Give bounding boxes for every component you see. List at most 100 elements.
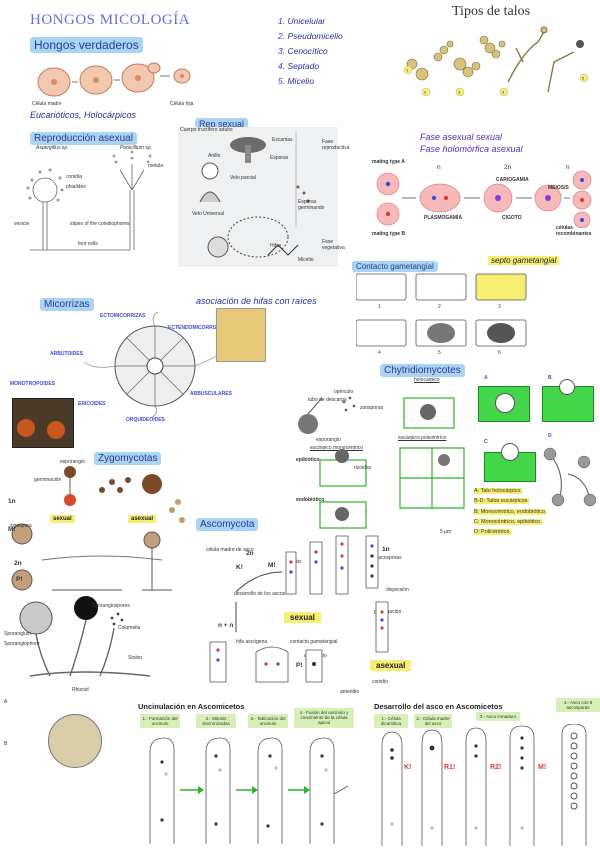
soil-photo	[12, 398, 74, 448]
page-title: HONGOS MICOLOGÍA	[30, 12, 191, 28]
uncinulacion-step: 3.- Tabicación del uncinulo	[248, 714, 288, 729]
n-label-1: n	[437, 164, 441, 171]
arbusculares-label: ARBUSCULARES	[190, 391, 232, 397]
root-photo	[216, 308, 266, 362]
uncinulacion-title: Uncinulación en Ascomicetos	[138, 702, 245, 711]
contacto-gametangial-label: contacto gametangial	[290, 639, 338, 645]
asco-p-mark: P!	[296, 662, 303, 669]
desarrollo-mark: R1!	[444, 764, 456, 771]
talos-item: 1. Unicelular	[278, 16, 326, 26]
chytrid-mark: D	[548, 433, 552, 439]
section-zygomycotas: Zygomycotas	[94, 448, 162, 466]
sporangium-label: Sporangium	[4, 631, 31, 637]
uncinulacion-figure	[149, 737, 349, 844]
gametangial-num: 6	[498, 350, 501, 354]
k-mark: K!	[236, 564, 243, 571]
chytrid-box-c	[484, 443, 536, 482]
conidia-label: conidia	[66, 174, 82, 180]
germinacion-label: germinación	[34, 477, 62, 483]
desarrollo-mark: M!	[538, 764, 547, 771]
talos-num: 3	[458, 90, 461, 95]
phialides-label: phialides	[66, 184, 86, 190]
m-mark: M!	[8, 526, 16, 533]
chytrid-mark: A	[484, 375, 488, 381]
zygomycota-cycle	[11, 466, 185, 591]
stolon-label: Stolon	[128, 655, 143, 661]
talos-figure: 1 2 3 4 5	[403, 26, 589, 97]
talos-list: 1. Unicelular 2. Pseudomicelio 3. Cenocí…	[278, 16, 408, 86]
talos-item: 2. Pseudomicelio	[278, 31, 343, 41]
foot-cells-label: foot cells	[78, 241, 98, 247]
legend-item: A: Talo holocárpico.	[474, 488, 522, 494]
bread-mould-figure	[19, 596, 151, 677]
section-repro-asexual: Reproducción asexual	[30, 128, 137, 146]
velo-universal-label: Velo Universal	[192, 211, 224, 217]
chytrid-poly-figure	[543, 447, 596, 507]
zygo-sexual-badge: sexual	[50, 515, 75, 523]
rhizoid-label: Rhizoid	[72, 687, 89, 693]
desarrollo-step: 2.- Célula madre del asco	[414, 714, 452, 729]
orquideoides-label: ORQUIDEOIDES	[126, 417, 165, 423]
ericoides-label: ERICOIDES	[78, 401, 106, 407]
arbutoides-label: ARBUTOIDES	[50, 351, 83, 357]
asco-2n-label: 2n	[246, 550, 254, 557]
gametangial-num: 4	[378, 350, 381, 354]
epibiotico-label: epibiótico	[296, 457, 320, 463]
talos-num: 4	[502, 90, 505, 95]
legend-item: B-D: Talos eucárpicos:	[474, 498, 529, 505]
conidiophore-figure	[26, 150, 152, 251]
fase-asexual-title: Fase holomórfica asexual	[420, 144, 523, 154]
zigospora-label: zigospora	[10, 523, 32, 529]
anteridio-label: anteridio	[340, 689, 360, 695]
celula-madre-label: Célula madre	[32, 101, 62, 107]
corner-mark-b: B	[4, 741, 8, 747]
n-plus-n-label: n + n	[218, 622, 234, 629]
legend-item: B: Monocéntrico, endobiótico.	[474, 508, 547, 515]
talos-num: 2	[424, 90, 427, 95]
celula-hija-label: Célula hija	[170, 101, 194, 107]
section-chytridio: Chytridiomycotes	[380, 360, 465, 378]
mating-b-label: mating type B	[372, 231, 406, 237]
fase-rep-label: Fase reproductiva	[322, 139, 350, 151]
chytrid-box-a	[478, 386, 530, 422]
holocarpico-label: holocárpico	[414, 377, 440, 383]
chytrid-box-b	[542, 379, 594, 422]
cigoto-label: CIGOTO	[502, 215, 522, 221]
chytrid-mark: C	[484, 439, 488, 445]
desarrollo-figure	[381, 724, 587, 846]
asco-1n-label: 1n	[382, 546, 390, 553]
endobiotico-label: endobiótico	[296, 497, 325, 503]
velo-parcial-label: Velo parcial	[230, 175, 256, 181]
legend-item: C: Monocéntrico, epibiótico.	[474, 518, 542, 525]
eucarpico-mono-label: eucárpico monocéntrico	[310, 445, 364, 451]
esporas-germinando-label: Esporas germinando	[298, 199, 325, 211]
dispersion-label: dispersión	[386, 587, 409, 593]
chytrid-mark: B	[548, 375, 552, 381]
columella-label: Columella	[118, 625, 141, 631]
talos-num: 1	[406, 68, 409, 73]
talos-item: 4. Septado	[278, 61, 320, 71]
aspergillus-label: Aspergillus sp.	[36, 145, 69, 151]
desarrollo-mark: K!	[404, 764, 412, 771]
plasmogamia-label: PLASMOGAMIA	[424, 215, 463, 221]
uncinulacion-step: 4.- Fusión del uncinulo y crecimiento de…	[294, 708, 354, 728]
desarrollo-step: 4.- Asco con 8 ascosporas	[556, 698, 600, 713]
ectendomicorrizas-label: ECTENDOMICORRIZAS	[168, 325, 225, 331]
gametangial-num: 5	[438, 350, 441, 354]
tubo-descarga-label: tubo de descarga	[308, 397, 347, 403]
ectomicorrizas-label: ECTOMICORRIZAS	[100, 313, 146, 319]
talos-num: 5	[582, 76, 585, 81]
mycorrhiza-diagram	[83, 311, 227, 418]
desarrollo-ascos-label: desarrollo de los ascos	[234, 591, 286, 597]
meiosis-label: MEIOSIS	[548, 185, 569, 191]
asco-m-mark: M!	[268, 562, 276, 569]
scale-label: 5 µm	[440, 529, 452, 535]
desarrollo-title: Desarrollo del asco en Ascomicetos	[374, 702, 503, 711]
esporas-label: Esporas	[270, 155, 289, 161]
desarrollo-step: 3.- Asco inmaduro	[476, 712, 520, 722]
operculo-label: opérculo	[334, 389, 354, 395]
budding-figure	[37, 62, 191, 97]
two-n-label: 2n	[14, 560, 22, 567]
monotropoides-label: MONOTROPOIDES	[10, 381, 56, 387]
celulas-recomb-label: células recombinantes	[556, 225, 592, 237]
